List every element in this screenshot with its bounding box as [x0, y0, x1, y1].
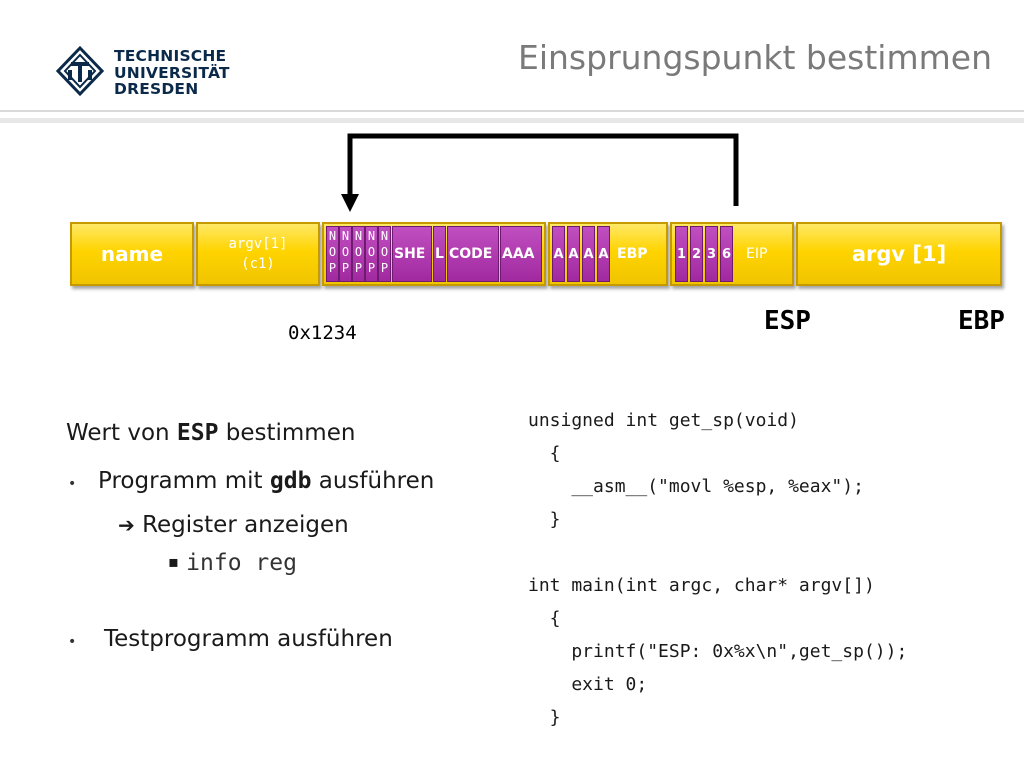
stack-box-name-label: name — [100, 242, 164, 266]
stack-box-argv-right-label: argv [1] — [851, 242, 947, 266]
stack-box-argv-right: argv [1] — [796, 222, 1002, 286]
code-line: exit 0; — [528, 674, 648, 695]
eip-box-label: EIP — [746, 246, 768, 262]
right-arrow-icon: ➔ — [118, 513, 135, 537]
nop-letter: N — [367, 229, 376, 243]
padding-cell: A — [582, 226, 595, 282]
nop-letter: N — [380, 229, 389, 243]
bullet-gdb-prefix: Programm mit — [98, 468, 270, 494]
esp-heading-prefix: Wert von — [66, 420, 177, 446]
nop-letter: P — [380, 261, 389, 275]
nop-letter: P — [328, 261, 337, 275]
shellcode-cell — [392, 226, 432, 282]
shellcode-part: AAA — [502, 246, 535, 262]
code-line: int main(int argc, char* argv[]) — [528, 575, 875, 596]
nop-letter: O — [328, 245, 337, 259]
bullet-gdb-code: gdb — [269, 468, 312, 494]
shellcode-cell — [500, 226, 542, 282]
nop-letter: N — [341, 229, 350, 243]
return-address-digit: 2 — [691, 246, 702, 262]
esp-heading-code: ESP — [176, 420, 219, 446]
nop-letter: O — [354, 245, 363, 259]
stack-box-name: name — [70, 222, 194, 286]
padding-cell: A — [552, 226, 565, 282]
nop-letter: O — [380, 245, 389, 259]
bullet-icon: • — [68, 634, 77, 650]
return-address-cell: 1 — [675, 226, 688, 282]
code-block: unsigned int get_sp(void) { __asm__("mov… — [528, 404, 907, 734]
stack-box-argv1: argv[1] (c1) — [196, 222, 320, 286]
arrow-item: ➔ Register anzeigen — [118, 512, 349, 538]
return-address-digit: 1 — [676, 246, 687, 262]
code-line: { — [528, 443, 561, 464]
padding-letter: A — [568, 246, 579, 262]
return-address-digit: 6 — [721, 246, 732, 262]
nop-letter: P — [367, 261, 376, 275]
bullet-gdb-suffix: ausführen — [311, 468, 435, 494]
code-line: { — [528, 608, 561, 629]
logo-line: TECHNISCHE — [114, 47, 227, 65]
jump-arrow-icon — [341, 133, 739, 212]
return-address-cell: 2 — [690, 226, 703, 282]
square-item-code: info reg — [186, 550, 297, 576]
bullet-icon: • — [68, 476, 77, 492]
code-line: } — [528, 707, 561, 728]
nop-letter: P — [341, 261, 350, 275]
esp-heading: Wert von ESP bestimmen — [66, 420, 355, 446]
header-divider — [0, 110, 1024, 112]
logo-text: TECHNISCHE UNIVERSITÄT DRESDEN — [114, 48, 230, 98]
return-address-cell: 3 — [705, 226, 718, 282]
stack-box-argv1-line1: argv[1] — [228, 236, 288, 252]
slide-title: Einsprungspunkt bestimmen — [518, 38, 992, 77]
tu-dresden-emblem-icon — [56, 46, 104, 96]
bullet-gdb: Programm mit gdb ausführen — [98, 468, 434, 494]
esp-register-label: ESP — [764, 306, 811, 336]
shellcode-cell — [433, 226, 446, 282]
shellcode-part: L — [435, 246, 444, 262]
nop-letter: O — [367, 245, 376, 259]
padding-cell: A — [597, 226, 610, 282]
bullet-testprogramm: Testprogramm ausführen — [104, 626, 393, 652]
logo-line: DRESDEN — [114, 80, 199, 98]
stack-box-argv1-line2: (c1) — [241, 256, 275, 272]
arrow-item-label: Register anzeigen — [142, 512, 349, 538]
code-line: __asm__("movl %esp, %eax"); — [528, 476, 864, 497]
nop-letter: P — [354, 261, 363, 275]
padding-letter: A — [553, 246, 564, 262]
code-line: printf("ESP: 0x%x\n",get_sp()); — [528, 641, 908, 662]
return-address-cell: 6 — [720, 226, 733, 282]
square-item: ▪ info reg — [168, 550, 297, 576]
tu-dresden-logo: TECHNISCHE UNIVERSITÄT DRESDEN — [56, 46, 230, 98]
padding-letter: A — [583, 246, 594, 262]
code-line: } — [528, 509, 561, 530]
return-address-digit: 3 — [706, 246, 717, 262]
esp-heading-suffix: bestimmen — [218, 420, 356, 446]
shellcode-cell — [447, 226, 499, 282]
nop-letter: O — [341, 245, 350, 259]
padding-cell: A — [567, 226, 580, 282]
padding-letter: A — [598, 246, 609, 262]
header-divider-band — [0, 118, 1024, 123]
ebp-register-label: EBP — [958, 306, 1005, 336]
ebp-box-label: EBP — [617, 246, 648, 262]
nop-letter: N — [328, 229, 337, 243]
address-label: 0x1234 — [288, 322, 357, 344]
shellcode-part: SHE — [394, 246, 426, 262]
nop-letter: N — [354, 229, 363, 243]
logo-line: UNIVERSITÄT — [114, 63, 230, 82]
code-line: unsigned int get_sp(void) — [528, 410, 799, 431]
shellcode-part: CODE — [449, 246, 493, 262]
square-bullet-icon: ▪ — [168, 552, 179, 571]
